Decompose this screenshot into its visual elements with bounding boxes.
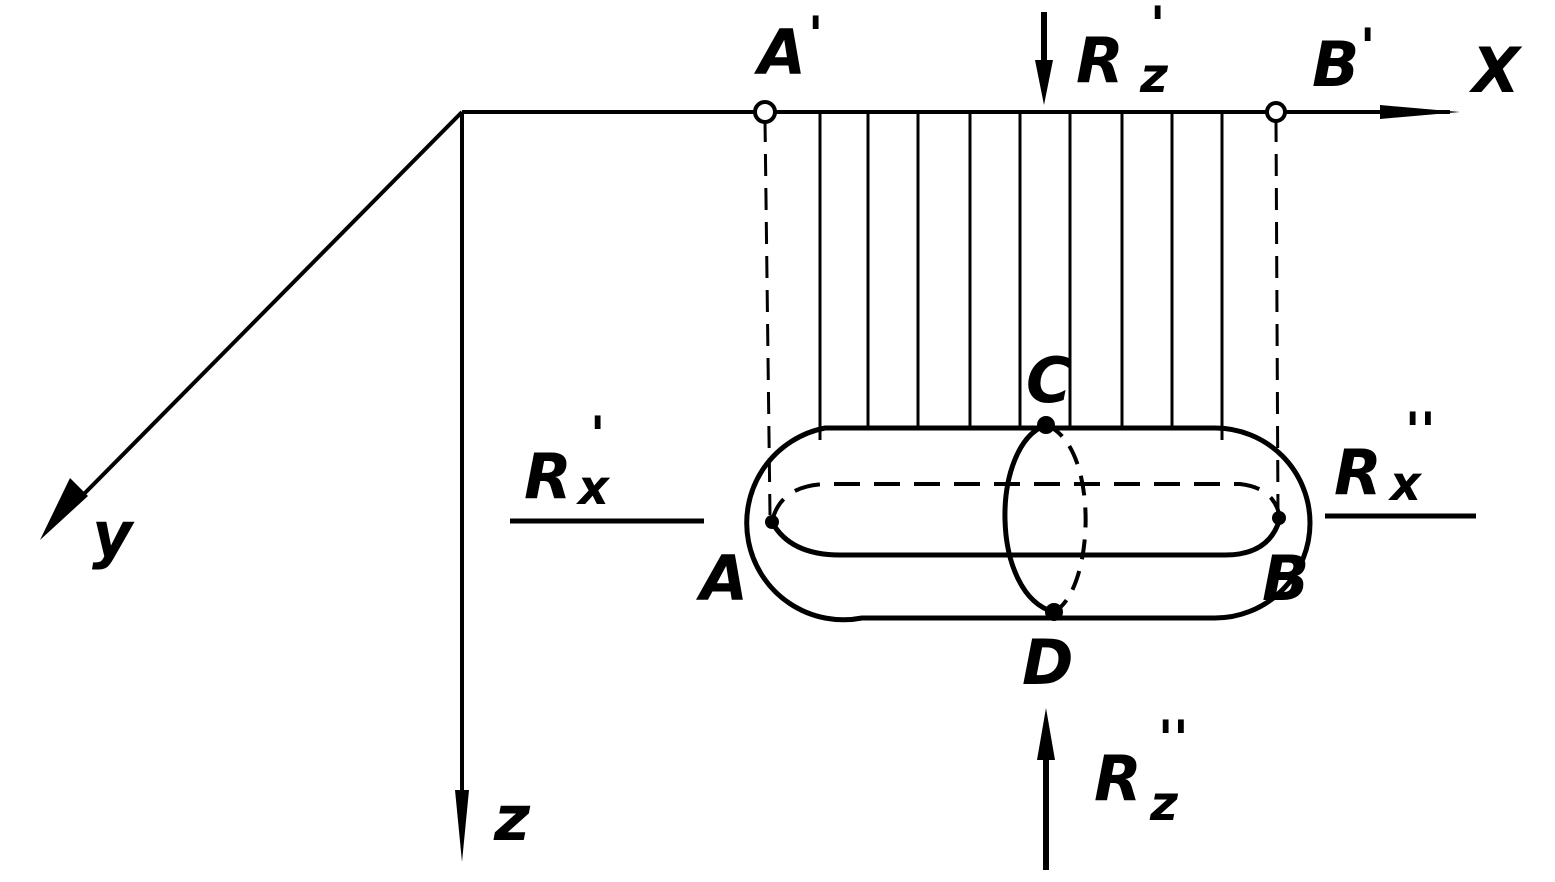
label-rx-right: R x '' (1334, 402, 1436, 512)
label-b-prime: B ' (1312, 18, 1375, 101)
dash-b-projection (1274, 119, 1280, 516)
svg-text:x: x (576, 460, 611, 516)
capsule-body (744, 425, 1313, 623)
label-b: B (1262, 542, 1309, 615)
z-axis-arrow (455, 790, 469, 862)
cross-section (1002, 422, 1088, 615)
svg-text:': ' (808, 6, 823, 64)
capsule-outline (744, 425, 1313, 623)
rz-bottom-arrowhead (1037, 708, 1055, 760)
svg-text:': ' (1360, 18, 1375, 76)
point-b-prime-marker (1265, 101, 1287, 123)
rx-lines (510, 513, 1476, 524)
label-d: D (1022, 626, 1073, 699)
capsule-inner-hidden (770, 482, 1282, 523)
section-front (1002, 422, 1055, 615)
svg-text:z: z (1149, 776, 1179, 832)
x-axis-label: X (1468, 34, 1523, 107)
point-a-prime-marker (753, 100, 777, 124)
svg-text:R: R (1334, 436, 1382, 509)
svg-text:': ' (590, 406, 605, 464)
svg-text:'': '' (1405, 402, 1436, 460)
svg-text:A: A (753, 16, 806, 89)
label-c: C (1026, 344, 1072, 417)
svg-text:'': '' (1158, 710, 1189, 768)
rz-top-arrowhead (1035, 60, 1053, 105)
label-rz-top: R z ' (1076, 0, 1169, 104)
label-a-prime: A ' (753, 6, 823, 89)
section-back-hidden (1045, 423, 1088, 614)
svg-text:': ' (1150, 0, 1165, 54)
hatch-lines (818, 112, 1224, 440)
point-b-marker (1272, 511, 1286, 525)
svg-text:R: R (1094, 742, 1142, 815)
y-axis-line (76, 110, 464, 502)
point-d-marker (1045, 603, 1063, 621)
svg-text:x: x (1388, 456, 1423, 512)
dash-a-projection (763, 119, 772, 516)
svg-text:R: R (1076, 24, 1124, 97)
label-a: A (695, 542, 748, 615)
force-arrows (1035, 12, 1055, 870)
point-c-marker (1037, 416, 1055, 434)
x-axis-arrow (1380, 105, 1460, 119)
point-markers (753, 100, 1287, 621)
label-rx-left: R x ' (524, 406, 611, 516)
y-axis-label: y (92, 498, 135, 571)
capsule-inner-lower (769, 517, 1283, 558)
svg-text:B: B (1312, 28, 1359, 101)
z-axis-label: z (493, 782, 531, 855)
svg-text:z: z (1139, 48, 1169, 104)
svg-text:R: R (524, 440, 572, 513)
label-rz-bottom: R z '' (1094, 710, 1189, 832)
point-a-marker (765, 515, 779, 529)
y-axis-arrow (40, 478, 88, 540)
